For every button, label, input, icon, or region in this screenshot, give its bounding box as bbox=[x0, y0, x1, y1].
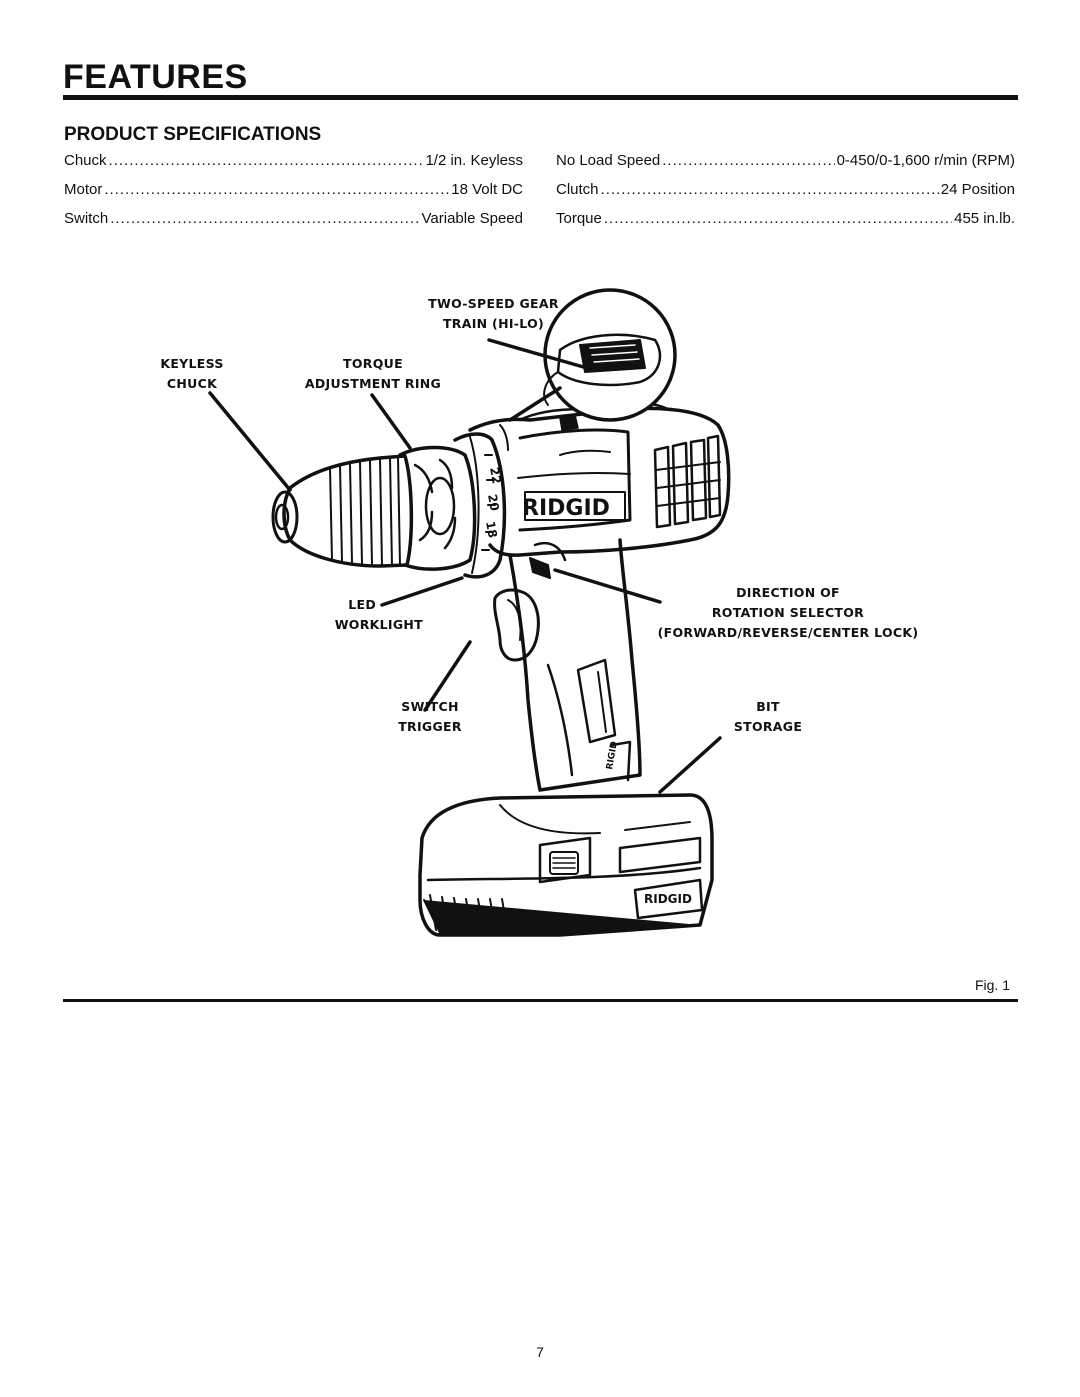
spec-value: 0-450/0-1,600 r/min (RPM) bbox=[836, 152, 1015, 169]
svg-text:18: 18 bbox=[483, 520, 500, 539]
callout-led-worklight: LED WORKLIGHT bbox=[303, 595, 423, 635]
callout-keyless-chuck: KEYLESS CHUCK bbox=[142, 354, 242, 394]
drill-handle: RIGID bbox=[508, 538, 642, 792]
callout-direction-selector: DIRECTION OF ROTATION SELECTOR (FORWARD/… bbox=[638, 583, 938, 643]
page-title: FEATURES bbox=[63, 58, 248, 96]
callout-line: STORAGE bbox=[733, 719, 803, 734]
callout-line: SWITCH bbox=[401, 699, 459, 714]
section-title: PRODUCT SPECIFICATIONS bbox=[64, 124, 322, 145]
spec-label: Clutch bbox=[556, 181, 599, 198]
specs-left-column: Chuck 1/2 in. Keyless Motor 18 Volt DC S… bbox=[64, 152, 523, 239]
gear-shift-inset bbox=[543, 288, 677, 422]
callout-line: DIRECTION OF bbox=[736, 585, 840, 600]
callout-line: ROTATION SELECTOR bbox=[711, 605, 865, 620]
callout-torque-ring: TORQUE ADJUSTMENT RING bbox=[278, 354, 468, 394]
spec-row-clutch: Clutch 24 Position bbox=[556, 181, 1015, 210]
spec-row-motor: Motor 18 Volt DC bbox=[64, 181, 523, 210]
spec-label: No Load Speed bbox=[556, 152, 661, 169]
spec-value: 455 in.lb. bbox=[954, 210, 1015, 227]
spec-row-chuck: Chuck 1/2 in. Keyless bbox=[64, 152, 523, 181]
page-number: 7 bbox=[536, 1344, 544, 1360]
motor-housing: RIDGID bbox=[468, 401, 731, 557]
callout-line: TRIGGER bbox=[398, 719, 462, 734]
svg-text:RIGID: RIGID bbox=[605, 741, 620, 771]
callout-line: TORQUE bbox=[343, 356, 403, 371]
figure-label: Fig. 1 bbox=[974, 977, 1010, 993]
bottom-rule bbox=[63, 999, 1018, 1002]
svg-text:22: 22 bbox=[487, 466, 504, 485]
callout-line: ADJUSTMENT RING bbox=[304, 376, 442, 391]
spec-value: 24 Position bbox=[940, 181, 1015, 198]
spec-label: Switch bbox=[64, 210, 109, 227]
specs-right-column: No Load Speed 0-450/0-1,600 r/min (RPM) … bbox=[556, 152, 1015, 239]
callout-line: WORKLIGHT bbox=[334, 617, 423, 632]
spec-row-no-load-speed: No Load Speed 0-450/0-1,600 r/min (RPM) bbox=[556, 152, 1015, 181]
callout-switch-trigger: SWITCH TRIGGER bbox=[380, 697, 480, 737]
leader-lines bbox=[208, 338, 722, 794]
callout-bit-storage: BIT STORAGE bbox=[718, 697, 818, 737]
callout-line: TRAIN (HI-LO) bbox=[442, 316, 545, 331]
spec-label: Torque bbox=[556, 210, 602, 227]
drill-illustration: RIDGID RIGID RIDGID bbox=[208, 288, 731, 937]
title-rule bbox=[63, 95, 1018, 100]
torque-ring: 22 20 18 bbox=[453, 432, 507, 579]
switch-trigger bbox=[493, 588, 540, 662]
battery-pack: RIDGID bbox=[418, 793, 714, 937]
callout-two-speed-gear: TWO-SPEED GEAR TRAIN (HI-LO) bbox=[411, 294, 576, 334]
chuck-collar bbox=[398, 445, 477, 571]
callout-line: TWO-SPEED GEAR bbox=[428, 296, 559, 311]
battery-logo-text: RIDGID bbox=[644, 892, 692, 906]
keyless-chuck bbox=[271, 454, 414, 568]
callout-line: KEYLESS bbox=[160, 356, 224, 371]
spec-value: 18 Volt DC bbox=[451, 181, 523, 198]
direction-selector-button bbox=[529, 557, 551, 579]
callout-line: LED bbox=[348, 597, 376, 612]
spec-label: Chuck bbox=[64, 152, 107, 169]
spec-value: 1/2 in. Keyless bbox=[425, 152, 523, 169]
spec-row-torque: Torque 455 in.lb. bbox=[556, 210, 1015, 239]
callout-line: CHUCK bbox=[166, 376, 218, 391]
spec-value: Variable Speed bbox=[421, 210, 523, 227]
svg-text:20: 20 bbox=[485, 493, 502, 512]
callout-line: BIT bbox=[756, 699, 780, 714]
ridgid-logo-text: RIDGID bbox=[522, 496, 610, 521]
callout-line: (FORWARD/REVERSE/CENTER LOCK) bbox=[657, 625, 919, 640]
spec-label: Motor bbox=[64, 181, 103, 198]
spec-row-switch: Switch Variable Speed bbox=[64, 210, 523, 239]
